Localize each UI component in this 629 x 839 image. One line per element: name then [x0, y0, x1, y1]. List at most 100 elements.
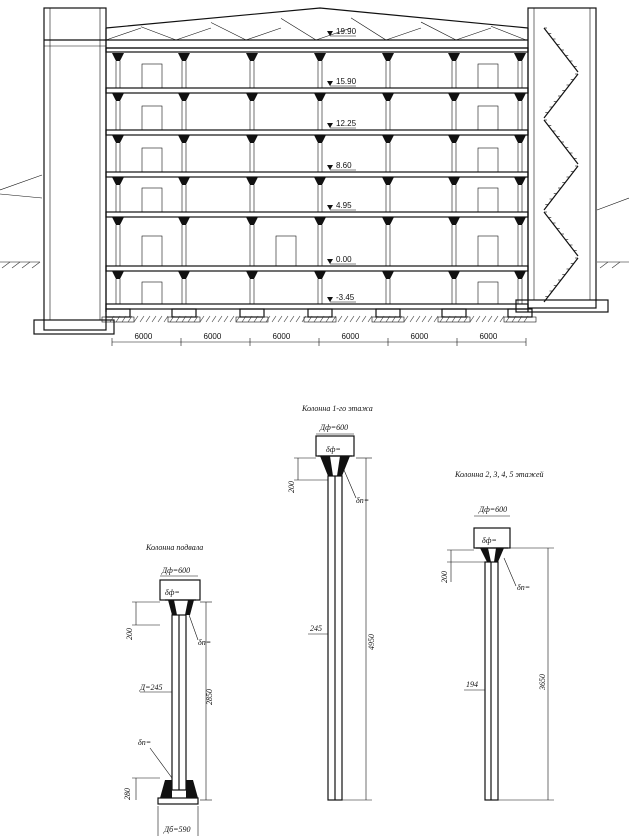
- stair-tower: [515, 7, 609, 313]
- bay-label: 6000: [480, 332, 498, 341]
- section-columns: [112, 53, 526, 304]
- left-tower: [33, 7, 115, 335]
- door: [141, 147, 163, 173]
- level-marks: 19.90 15.90 12.25 8.60 4.95 0.00 -3.45: [327, 27, 357, 303]
- bay-label: 6000: [135, 332, 153, 341]
- bay-dimension-line: 6000 6000 6000 6000 6000 6000: [111, 332, 527, 346]
- level-label: 19.90: [336, 27, 357, 36]
- section-column: [112, 271, 124, 304]
- level-mark: 19.90: [327, 27, 357, 37]
- section-column: [112, 53, 124, 88]
- section-column: [514, 271, 526, 304]
- bay-label: 6000: [273, 332, 291, 341]
- level-label: 15.90: [336, 77, 357, 86]
- section-column: [448, 93, 460, 130]
- section-column: [314, 135, 326, 172]
- section-column: [112, 177, 124, 212]
- door: [141, 187, 163, 213]
- column-floor1-plate-label: δф=: [326, 445, 341, 454]
- section-column: [448, 217, 460, 266]
- roof-truss: [105, 7, 529, 49]
- bay-label: 6000: [342, 332, 360, 341]
- column-floors2-5-cap-dim: 200: [440, 571, 449, 583]
- ground-left: [0, 174, 43, 269]
- section-column: [178, 53, 190, 88]
- section-column: [246, 93, 258, 130]
- level-mark: 15.90: [327, 77, 357, 87]
- column-floor1-title: Колонна 1-го этажа: [301, 404, 373, 413]
- footing: [441, 308, 467, 318]
- section-column: [382, 271, 394, 304]
- section-column: [382, 217, 394, 266]
- level-label: 8.60: [336, 161, 352, 170]
- footing: [171, 308, 197, 318]
- column-basement-title: Колонна подвала: [145, 543, 203, 552]
- section-column: [314, 177, 326, 212]
- footing: [105, 308, 131, 318]
- level-mark: 8.60: [327, 161, 356, 171]
- column-basement-height: 2850: [205, 689, 214, 705]
- column-basement-head-label: Дф=600: [161, 566, 190, 575]
- cap-rib-left: [168, 600, 177, 615]
- base-rib-left: [160, 780, 172, 798]
- section-column: [246, 217, 258, 266]
- level-mark: 12.25: [327, 119, 357, 129]
- section-column: [448, 271, 460, 304]
- level-mark: -3.45: [327, 293, 356, 303]
- section-column: [382, 135, 394, 172]
- section-column: [314, 53, 326, 88]
- footing: [307, 308, 333, 318]
- bay-label: 6000: [204, 332, 222, 341]
- floor-slab: [105, 87, 529, 94]
- column-floor1-height: 4950: [367, 634, 376, 650]
- column-floors2-5-shaft-label: 194: [466, 680, 478, 689]
- section-column: [178, 135, 190, 172]
- section-column: [178, 217, 190, 266]
- footing: [375, 308, 401, 318]
- section-column: [246, 53, 258, 88]
- section-column: [112, 217, 124, 266]
- column-floor1-detail: Колонна 1-го этажа Дф=600 δф= δп= 245 49…: [287, 404, 376, 801]
- footings: [101, 308, 537, 323]
- floor-slab: [105, 171, 529, 178]
- floor-slab: [105, 211, 529, 218]
- column-floors2-5-rib-label: δп=: [517, 583, 530, 592]
- section-column: [382, 93, 394, 130]
- f25-rib-right: [494, 548, 504, 562]
- section-column: [246, 271, 258, 304]
- stair-flights: [543, 27, 579, 303]
- door: [477, 235, 499, 267]
- door: [141, 235, 163, 267]
- door: [141, 281, 163, 305]
- section-column: [382, 177, 394, 212]
- column-basement-base-dim: 280: [123, 788, 132, 800]
- column-basement-plate-label: δф=: [165, 588, 180, 597]
- level-label: -3.45: [336, 293, 355, 302]
- section-column: [178, 177, 190, 212]
- ground-right: [596, 197, 629, 269]
- column-floors2-5-detail: Колонна 2, 3, 4, 5 этажей Дф=600 δф= δп=…: [440, 470, 554, 801]
- level-label: 4.95: [336, 201, 352, 210]
- f1-rib-left: [320, 456, 333, 476]
- level-label: 0.00: [336, 255, 352, 264]
- level-label: 12.25: [336, 119, 357, 128]
- section-column: [314, 217, 326, 266]
- section-column: [314, 271, 326, 304]
- column-floors2-5-plate-label: δф=: [482, 536, 497, 545]
- bay-label: 6000: [411, 332, 429, 341]
- section-column: [514, 53, 526, 88]
- section-column: [448, 135, 460, 172]
- section-column: [448, 53, 460, 88]
- door: [141, 105, 163, 131]
- section-column: [514, 217, 526, 266]
- section-column: [178, 271, 190, 304]
- section-column: [246, 135, 258, 172]
- column-floors2-5-head-label: Дф=600: [478, 505, 507, 514]
- truss-web: [105, 17, 527, 41]
- base-rib-right: [186, 780, 198, 798]
- doors: [141, 63, 499, 305]
- door: [141, 63, 163, 89]
- door: [477, 105, 499, 131]
- f25-rib-left: [480, 548, 491, 562]
